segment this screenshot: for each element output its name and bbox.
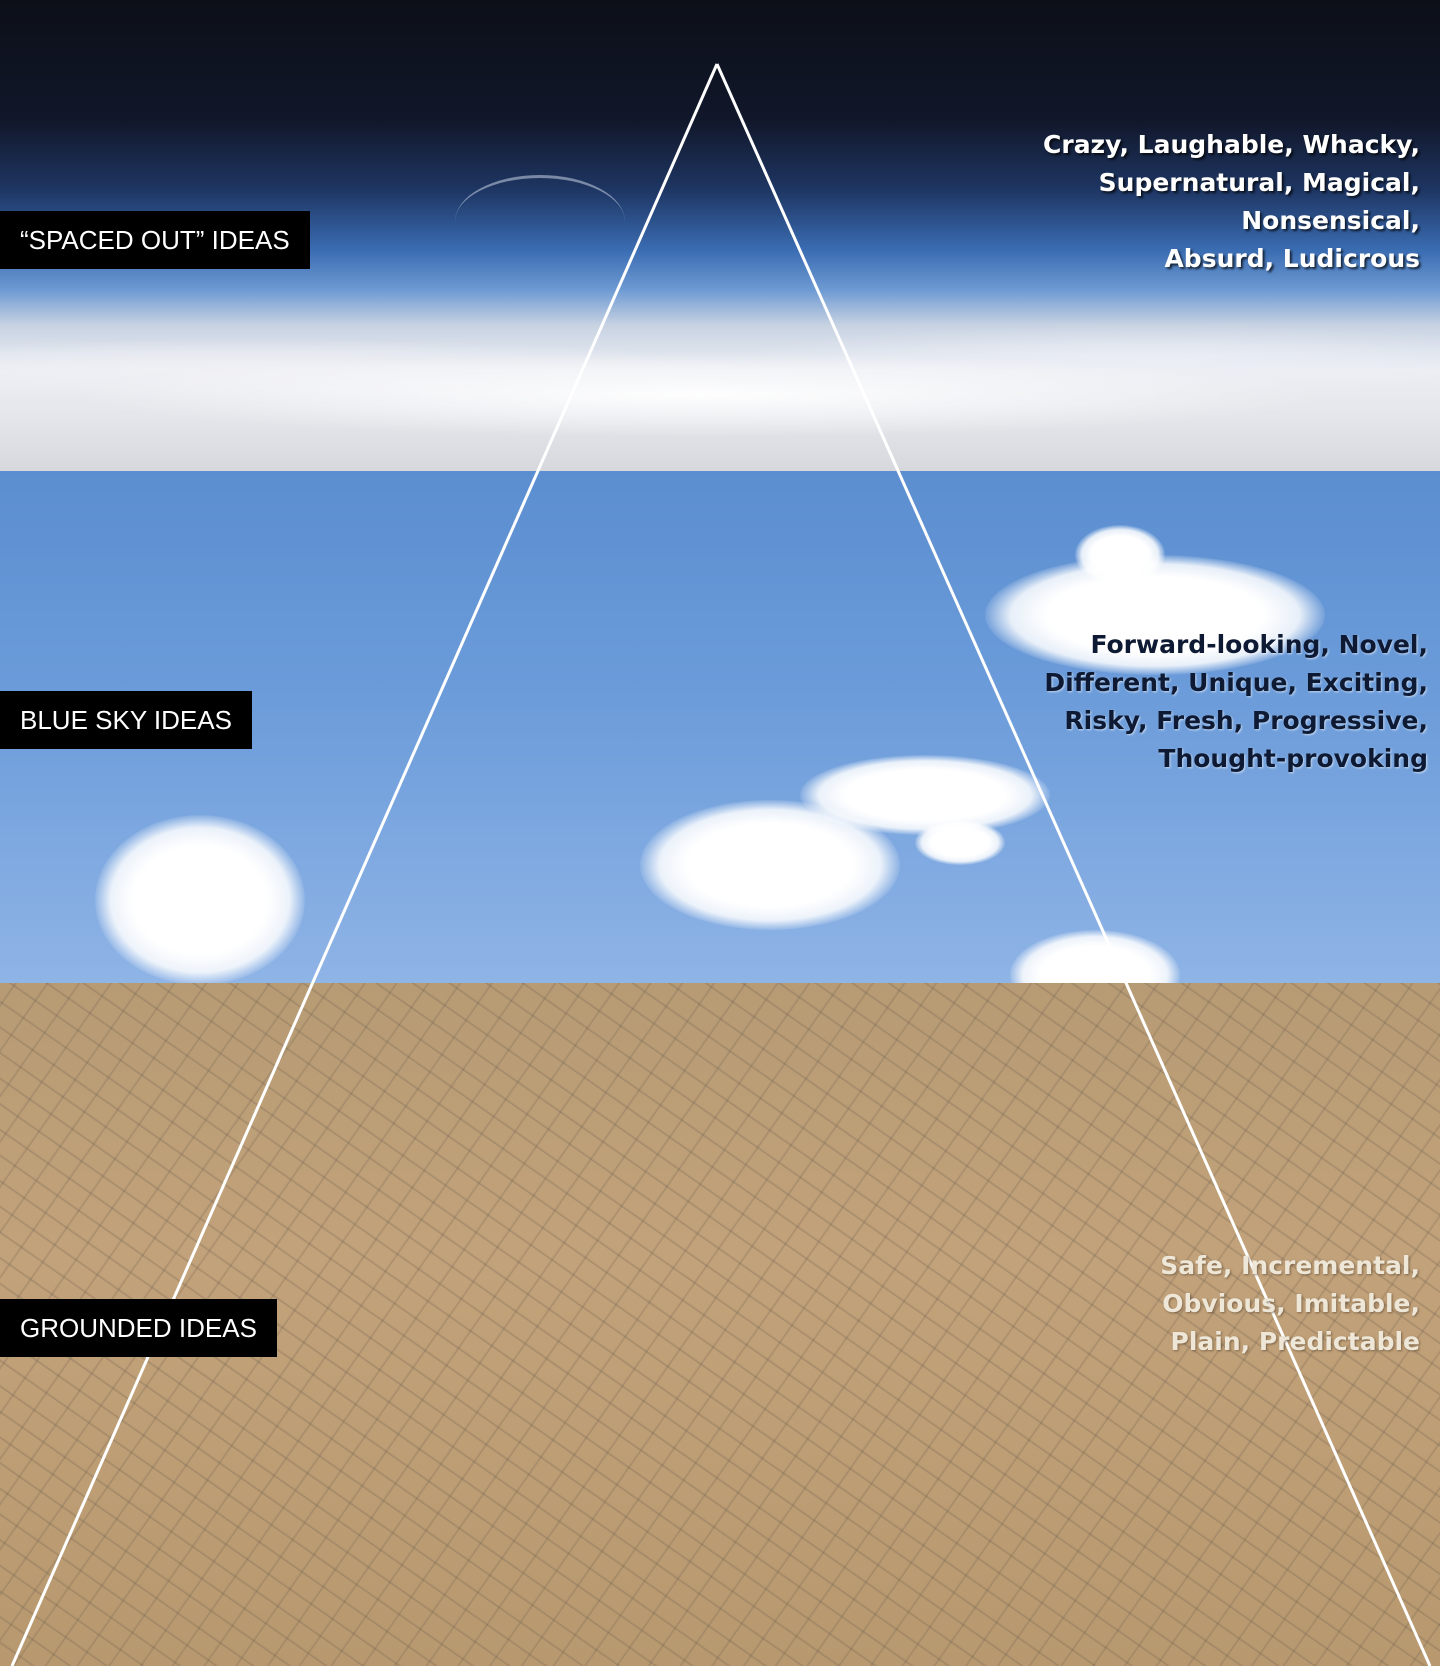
cloud xyxy=(985,555,1325,675)
descriptor-line: Obvious, Imitable, xyxy=(1162,1289,1420,1318)
cloud xyxy=(915,820,1005,865)
pyramid-left-edge xyxy=(10,63,719,1666)
descriptor-line: Nonsensical, xyxy=(1241,206,1420,235)
spaced-out-ideas-label: “SPACED OUT” IDEAS xyxy=(0,211,310,269)
grounded-ideas-label: GROUNDED IDEAS xyxy=(0,1299,277,1357)
descriptor-line: Crazy, Laughable, Whacky, xyxy=(1043,130,1420,159)
descriptor-line: Absurd, Ludicrous xyxy=(1164,244,1420,273)
cloud xyxy=(95,815,305,985)
descriptor-line: Forward-looking, Novel, xyxy=(1090,630,1428,659)
descriptor-line: Supernatural, Magical, xyxy=(1098,168,1420,197)
pyramid-right-edge xyxy=(715,63,1432,1666)
descriptor-line: Safe, Incremental, xyxy=(1160,1251,1420,1280)
grounded-descriptors: Safe, Incremental, Obvious, Imitable, Pl… xyxy=(1160,1247,1420,1361)
descriptor-line: Thought-provoking xyxy=(1158,744,1428,773)
blue-sky-ideas-label: BLUE SKY IDEAS xyxy=(0,691,252,749)
descriptor-line: Different, Unique, Exciting, xyxy=(1044,668,1428,697)
cloud xyxy=(800,755,1050,835)
cloud xyxy=(1075,525,1165,585)
spaced-out-descriptors: Crazy, Laughable, Whacky, Supernatural, … xyxy=(1043,126,1420,278)
descriptor-line: Plain, Predictable xyxy=(1170,1327,1420,1356)
descriptor-line: Risky, Fresh, Progressive, xyxy=(1064,706,1428,735)
earth-curve-arc xyxy=(455,175,625,268)
blue-sky-descriptors: Forward-looking, Novel, Different, Uniqu… xyxy=(1044,626,1428,778)
